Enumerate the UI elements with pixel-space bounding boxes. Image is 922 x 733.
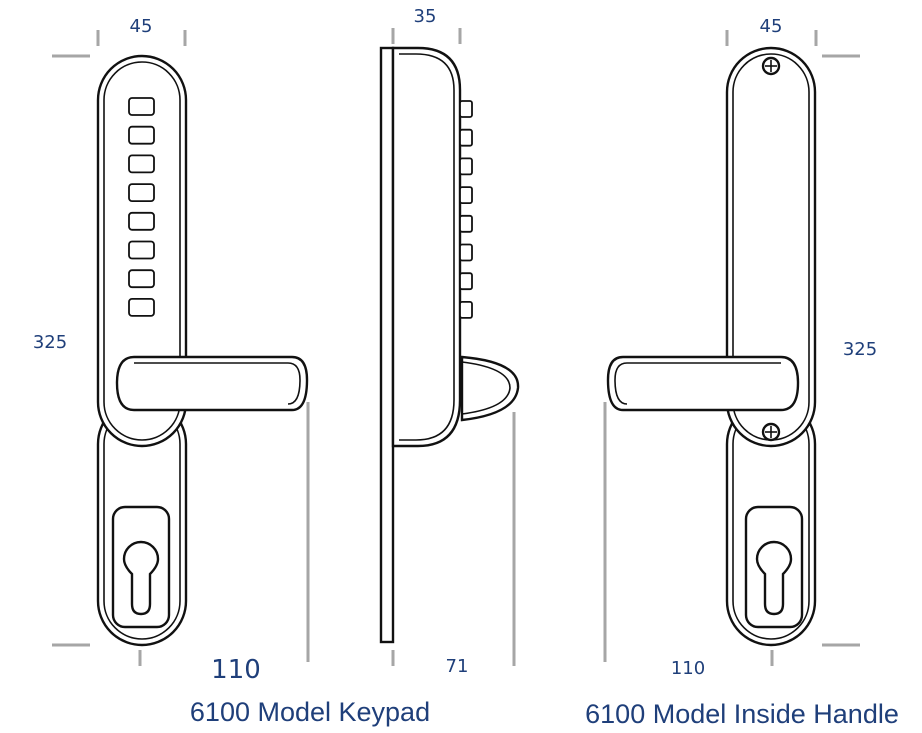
keypad-button: [128, 97, 155, 116]
keypad-button: [128, 211, 155, 231]
inside-lever-handle-edge: [614, 362, 781, 405]
inside-screw-bottom-icon: [761, 422, 781, 442]
side-lever-stub-inner: [461, 361, 511, 415]
side-door-plate: [379, 46, 395, 644]
side-lever-stub: [460, 355, 520, 422]
keypad-buttons: [128, 97, 155, 317]
keypad-body-inner: [103, 61, 181, 441]
dimension-guides: [52, 28, 860, 666]
side-keypad-button: [459, 300, 473, 319]
keypad-width-label: 45: [130, 16, 153, 37]
inside-projection-label: 110: [671, 658, 705, 679]
side-keypad-button: [459, 214, 473, 233]
side-keypad-button: [459, 186, 473, 205]
side-keypad-button: [459, 128, 473, 147]
side-keypad-button: [459, 157, 473, 176]
side-keypad-button: [459, 272, 473, 291]
side-view: [379, 46, 520, 644]
keypad-model-caption: 6100 Model Keypad: [190, 697, 430, 727]
side-projection-label: 71: [446, 656, 469, 677]
keypad-button: [128, 240, 155, 260]
keypad-button: [128, 125, 155, 145]
side-depth-label: 35: [414, 6, 437, 27]
inside-handle-view: [606, 46, 817, 647]
inside-width-label: 45: [760, 16, 783, 37]
keypad-button: [128, 183, 155, 203]
side-body-profile-inner: [399, 53, 455, 441]
side-keypad-button: [459, 100, 473, 118]
keypad-height-label: 325: [33, 332, 67, 353]
keypad-cylinder-icon: [122, 540, 160, 616]
side-keypad-button: [459, 243, 473, 262]
inside-height-label: 325: [843, 339, 877, 360]
inside-model-caption: 6100 Model Inside Handle: [585, 699, 899, 729]
inside-body: [725, 46, 817, 448]
dimension-labels: 45 325 110 35 71 45 325 110: [33, 6, 877, 685]
keypad-lever-handle-edge: [134, 362, 301, 405]
side-body-profile: [391, 46, 462, 448]
keypad-lever-handle: [115, 355, 309, 412]
side-buttons: [459, 100, 473, 319]
keypad-button: [128, 297, 155, 317]
keypad-button: [128, 269, 155, 289]
keypad-button: [128, 154, 155, 174]
inside-screw-top-icon: [761, 56, 781, 76]
inside-lever-handle: [606, 355, 800, 412]
keypad-projection-label: 110: [211, 655, 261, 685]
inside-thumbturn-icon: [755, 540, 793, 616]
keypad-front-view: [96, 54, 309, 647]
